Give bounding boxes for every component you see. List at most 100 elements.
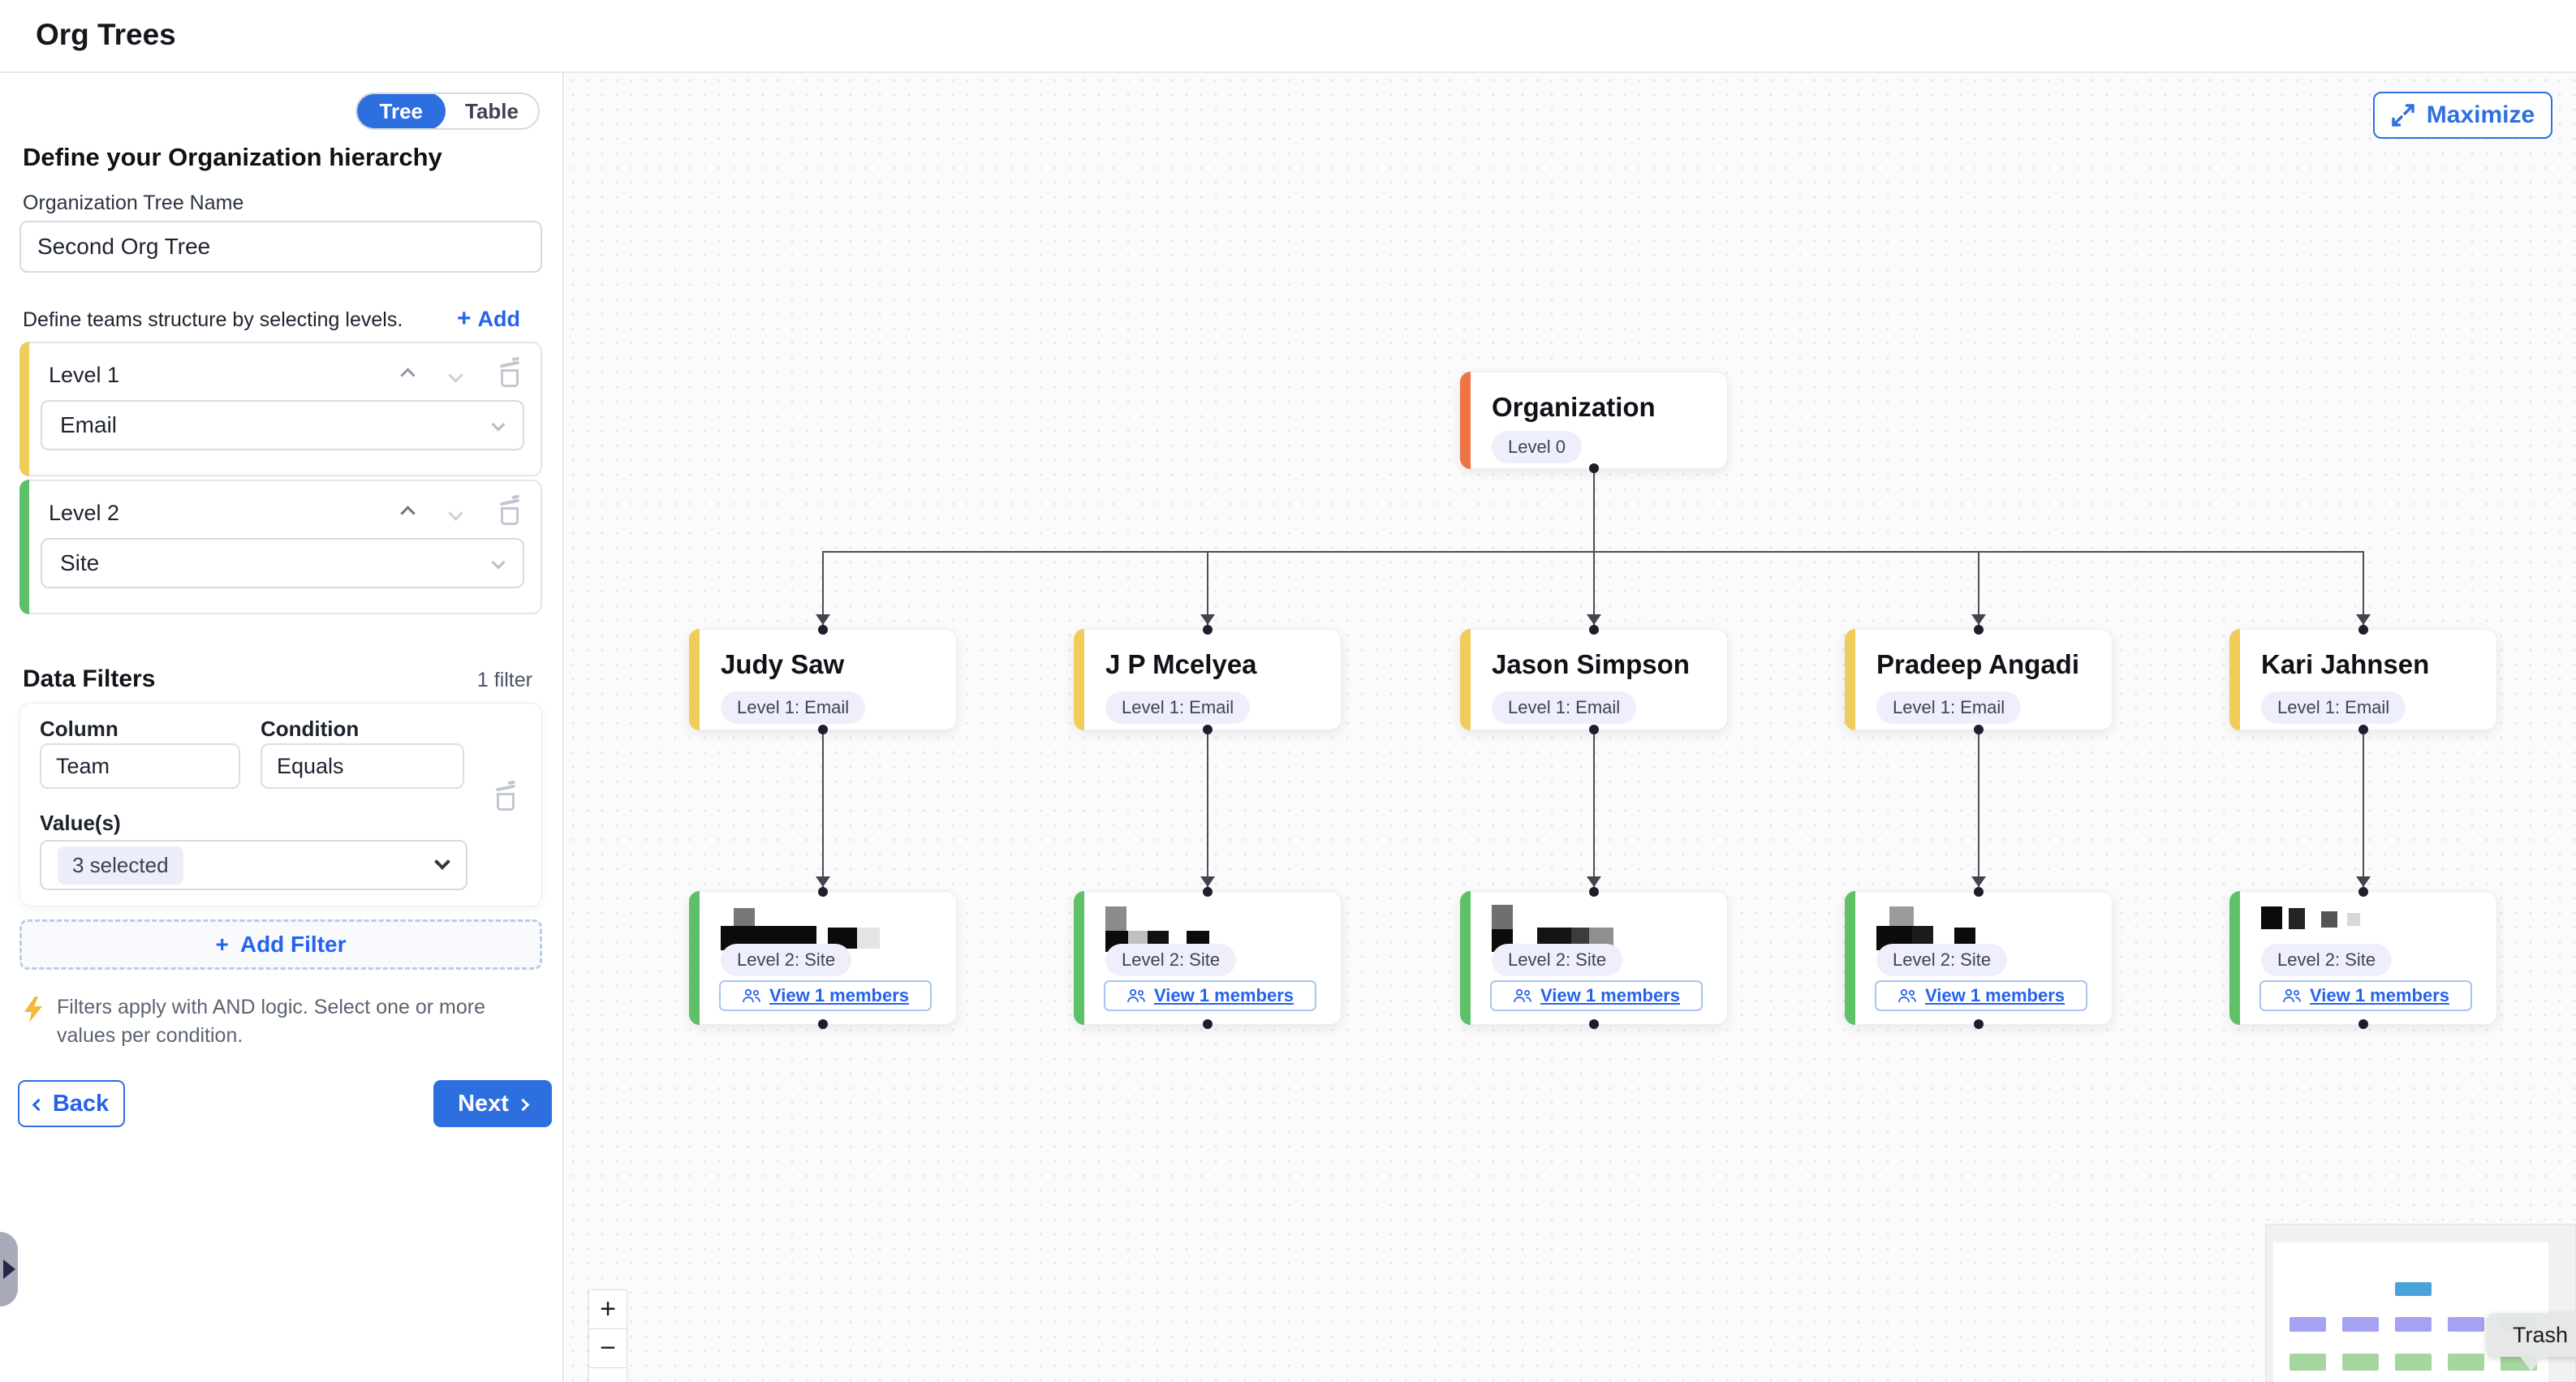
view-members-button[interactable]: View 1 members bbox=[1104, 980, 1316, 1011]
level-card-2: Level 2 Site bbox=[19, 480, 542, 614]
org-tree-canvas[interactable]: Maximize Organization Level 0 + − Judy S… bbox=[566, 73, 2576, 1382]
edge-arrowhead-icon bbox=[816, 614, 830, 625]
node-accent bbox=[1845, 891, 1855, 1025]
connection-dot bbox=[1974, 625, 1984, 635]
move-down-icon[interactable] bbox=[448, 367, 463, 383]
level1-field-value: Email bbox=[60, 412, 118, 437]
toggle-table[interactable]: Table bbox=[465, 98, 519, 123]
condition-select[interactable]: Equals bbox=[261, 743, 464, 789]
maximize-button[interactable]: Maximize bbox=[2373, 92, 2552, 139]
chevron-down-icon bbox=[434, 854, 450, 870]
connection-dot bbox=[1589, 625, 1599, 635]
view-members-button[interactable]: View 1 members bbox=[1490, 980, 1703, 1011]
view-members-button[interactable]: View 1 members bbox=[2259, 980, 2472, 1011]
page-title: Org Trees bbox=[36, 18, 176, 51]
hierarchy-sidebar: Tree Table Define your Organization hier… bbox=[0, 73, 564, 1382]
zoom-controls: + − bbox=[588, 1289, 627, 1382]
minimap-level2-node bbox=[2290, 1354, 2326, 1371]
data-filters-header: Data Filters 1 filter bbox=[23, 665, 539, 693]
node-accent bbox=[1460, 372, 1471, 469]
level1-controls bbox=[400, 360, 523, 389]
minimap-level2-node bbox=[2342, 1354, 2379, 1371]
column-label: Column bbox=[40, 717, 118, 741]
minimap-root-node bbox=[2395, 1282, 2432, 1296]
next-button[interactable]: Next bbox=[433, 1080, 552, 1127]
view-members-button[interactable]: View 1 members bbox=[719, 980, 932, 1011]
add-level-button[interactable]: +Add bbox=[456, 305, 520, 332]
lightning-icon bbox=[23, 997, 44, 1031]
redaction-block bbox=[857, 928, 880, 949]
sidebar-expand-handle[interactable] bbox=[0, 1232, 18, 1307]
node-level-badge: Level 1: Email bbox=[1105, 691, 1251, 724]
view-members-label: View 1 members bbox=[1924, 985, 2066, 1005]
minimap[interactable] bbox=[2265, 1224, 2576, 1382]
play-right-icon bbox=[3, 1259, 15, 1279]
move-up-icon[interactable] bbox=[400, 367, 416, 383]
level2-field-select[interactable]: Site bbox=[41, 538, 524, 588]
levels-hint: Define teams structure by selecting leve… bbox=[23, 308, 403, 331]
toggle-tree[interactable]: Tree bbox=[356, 94, 446, 128]
move-up-icon[interactable] bbox=[400, 505, 416, 521]
org-node-root[interactable]: Organization Level 0 bbox=[1460, 372, 1728, 473]
view-toggle: Tree Table bbox=[355, 93, 540, 130]
delete-filter-icon[interactable] bbox=[494, 784, 519, 812]
view-members-button[interactable]: View 1 members bbox=[1875, 980, 2087, 1011]
condition-label: Condition bbox=[261, 717, 360, 741]
zoom-out-button[interactable]: − bbox=[588, 1328, 627, 1367]
node-accent bbox=[1074, 629, 1084, 730]
view-members-label: View 1 members bbox=[1153, 985, 1294, 1005]
minimap-level2-node bbox=[2395, 1354, 2432, 1371]
back-button[interactable]: Back bbox=[18, 1080, 125, 1127]
zoom-in-button[interactable]: + bbox=[588, 1289, 627, 1328]
delete-level-icon[interactable] bbox=[498, 498, 523, 527]
connection-dot bbox=[1203, 1019, 1213, 1029]
node-level-badge: Level 1: Email bbox=[1876, 691, 2022, 724]
connection-dot bbox=[1589, 725, 1599, 734]
node-level-badge: Level 1: Email bbox=[1492, 691, 1637, 724]
condition-value: Equals bbox=[277, 753, 344, 778]
connection-dot bbox=[1589, 1019, 1599, 1029]
tree-edge bbox=[2363, 730, 2364, 888]
edge-arrowhead-icon bbox=[1200, 876, 1215, 887]
level1-field-select[interactable]: Email bbox=[41, 400, 524, 450]
filters-note: Filters apply with AND logic. Select one… bbox=[23, 993, 510, 1050]
node-title: Kari Jahnsen bbox=[2261, 649, 2430, 679]
chevron-right-icon bbox=[516, 1098, 530, 1111]
values-multiselect[interactable]: 3 selected bbox=[40, 840, 467, 890]
minimap-level1-node bbox=[2448, 1317, 2484, 1332]
fit-view-button[interactable] bbox=[588, 1367, 627, 1382]
connection-dot bbox=[818, 1019, 828, 1029]
delete-level-icon[interactable] bbox=[498, 360, 523, 389]
tree-name-label: Organization Tree Name bbox=[23, 192, 244, 214]
tree-name-input[interactable] bbox=[19, 221, 542, 273]
node-title: Organization bbox=[1492, 392, 1656, 422]
people-icon bbox=[1898, 988, 1916, 1003]
add-filter-button[interactable]: + Add Filter bbox=[19, 919, 542, 970]
tree-edge bbox=[1207, 551, 1208, 626]
edge-arrowhead-icon bbox=[1971, 876, 1986, 887]
node-title: Pradeep Angadi bbox=[1876, 649, 2079, 679]
edge-arrowhead-icon bbox=[816, 876, 830, 887]
level1-label: Level 1 bbox=[49, 363, 120, 387]
tree-edge bbox=[1978, 551, 1979, 626]
redaction-block bbox=[2261, 906, 2282, 929]
column-select[interactable]: Team bbox=[40, 743, 240, 789]
redaction-block bbox=[1492, 905, 1513, 929]
edge-arrowhead-icon bbox=[2356, 876, 2371, 887]
move-down-icon[interactable] bbox=[448, 505, 463, 521]
node-accent bbox=[2229, 891, 2240, 1025]
tree-edge bbox=[1593, 551, 1595, 626]
redaction-block bbox=[734, 908, 755, 928]
filter-count: 1 filter bbox=[476, 669, 532, 691]
redacted-node-name bbox=[2261, 905, 2456, 954]
